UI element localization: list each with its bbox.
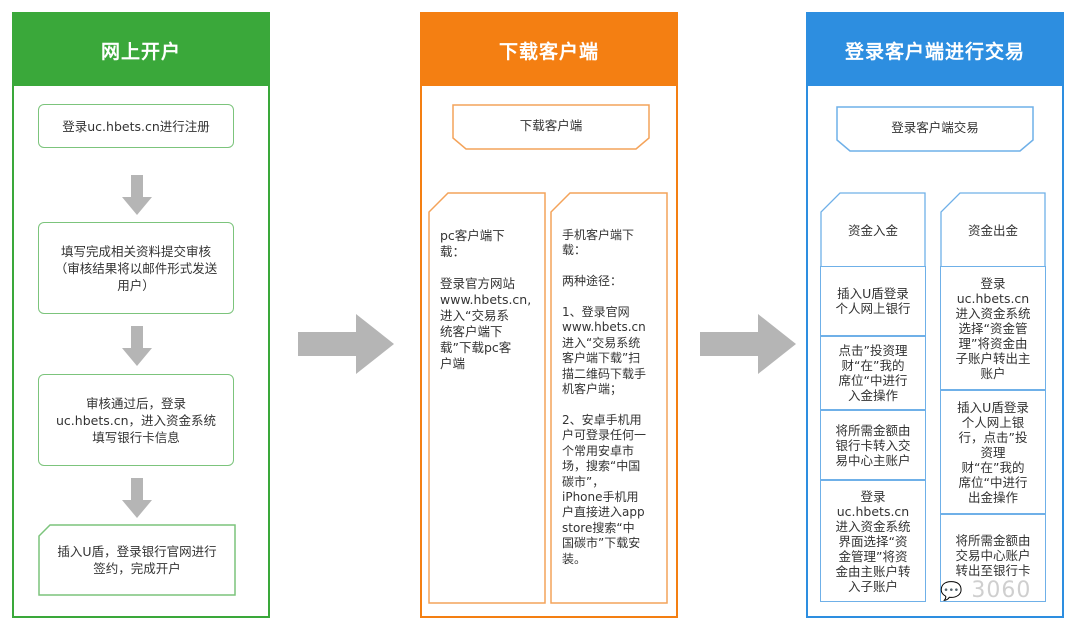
download-header-shape	[452, 104, 650, 150]
deposit-step-1: 插入U盾登录 个人网上银行	[820, 266, 926, 336]
right-arrow-icon	[298, 314, 394, 374]
step-sign-shape	[38, 524, 236, 596]
right-arrow-icon	[700, 314, 796, 374]
wechat-icon: 💬	[940, 581, 964, 602]
pc-download-text: pc客户端下 载： 登录官方网站 www.hbets.cn, 进入“交易系 统客…	[440, 228, 532, 371]
down-arrow-icon	[122, 175, 152, 215]
panel-title-download-client: 下载客户端	[422, 14, 676, 86]
panel-title-online-account: 网上开户	[14, 14, 268, 86]
step-register: 登录uc.hbets.cn进行注册	[38, 104, 234, 148]
deposit-step-4: 登录 uc.hbets.cn 进入资金系统 界面选择“资 金管理”将资 金由主账…	[820, 480, 926, 602]
step-sign-bank: 插入U盾，登录银行官网进行 签约，完成开户	[57, 544, 217, 576]
watermark-text: 💬 3060	[940, 578, 1031, 603]
withdraw-step-3: 将所需金额由 交易中心账户 转出至银行卡	[940, 514, 1046, 602]
mobile-download-text: 手机客户端下 载： 两种途径： 1、登录官网 www.hbets.cn 进入“交…	[562, 228, 647, 566]
step-bind-bank-card: 审核通过后，登录 uc.hbets.cn，进入资金系统 填写银行卡信息	[38, 374, 234, 466]
deposit-title: 资金入金	[847, 222, 898, 238]
download-header: 下载客户端	[519, 117, 583, 133]
trade-header-shape	[836, 106, 1034, 152]
down-arrow-icon	[122, 478, 152, 518]
deposit-step-3: 将所需金额由 银行卡转入交 易中心主账户	[820, 410, 926, 480]
pc-download-shape	[428, 192, 546, 604]
step-submit-info: 填写完成相关资料提交审核 （审核结果将以邮件形式发送 用户）	[38, 222, 234, 314]
down-arrow-icon	[122, 326, 152, 366]
deposit-step-2: 点击”投资理 财“在”我的 席位“中进行 入金操作	[820, 336, 926, 410]
mobile-download-shape	[550, 192, 668, 604]
panel-title-client-trading: 登录客户端进行交易	[808, 14, 1062, 86]
withdraw-title: 资金出金	[967, 222, 1018, 238]
withdraw-step-1: 登录 uc.hbets.cn 进入资金系统 选择“资金管 理”将资金由 子账户转…	[940, 266, 1046, 390]
withdraw-step-2: 插入U盾登录 个人网上银 行，点击”投 资理 财“在”我的 席位“中进行 出金操…	[940, 390, 1046, 514]
watermark-label: 3060	[971, 578, 1032, 603]
trade-header: 登录客户端交易	[891, 119, 979, 135]
